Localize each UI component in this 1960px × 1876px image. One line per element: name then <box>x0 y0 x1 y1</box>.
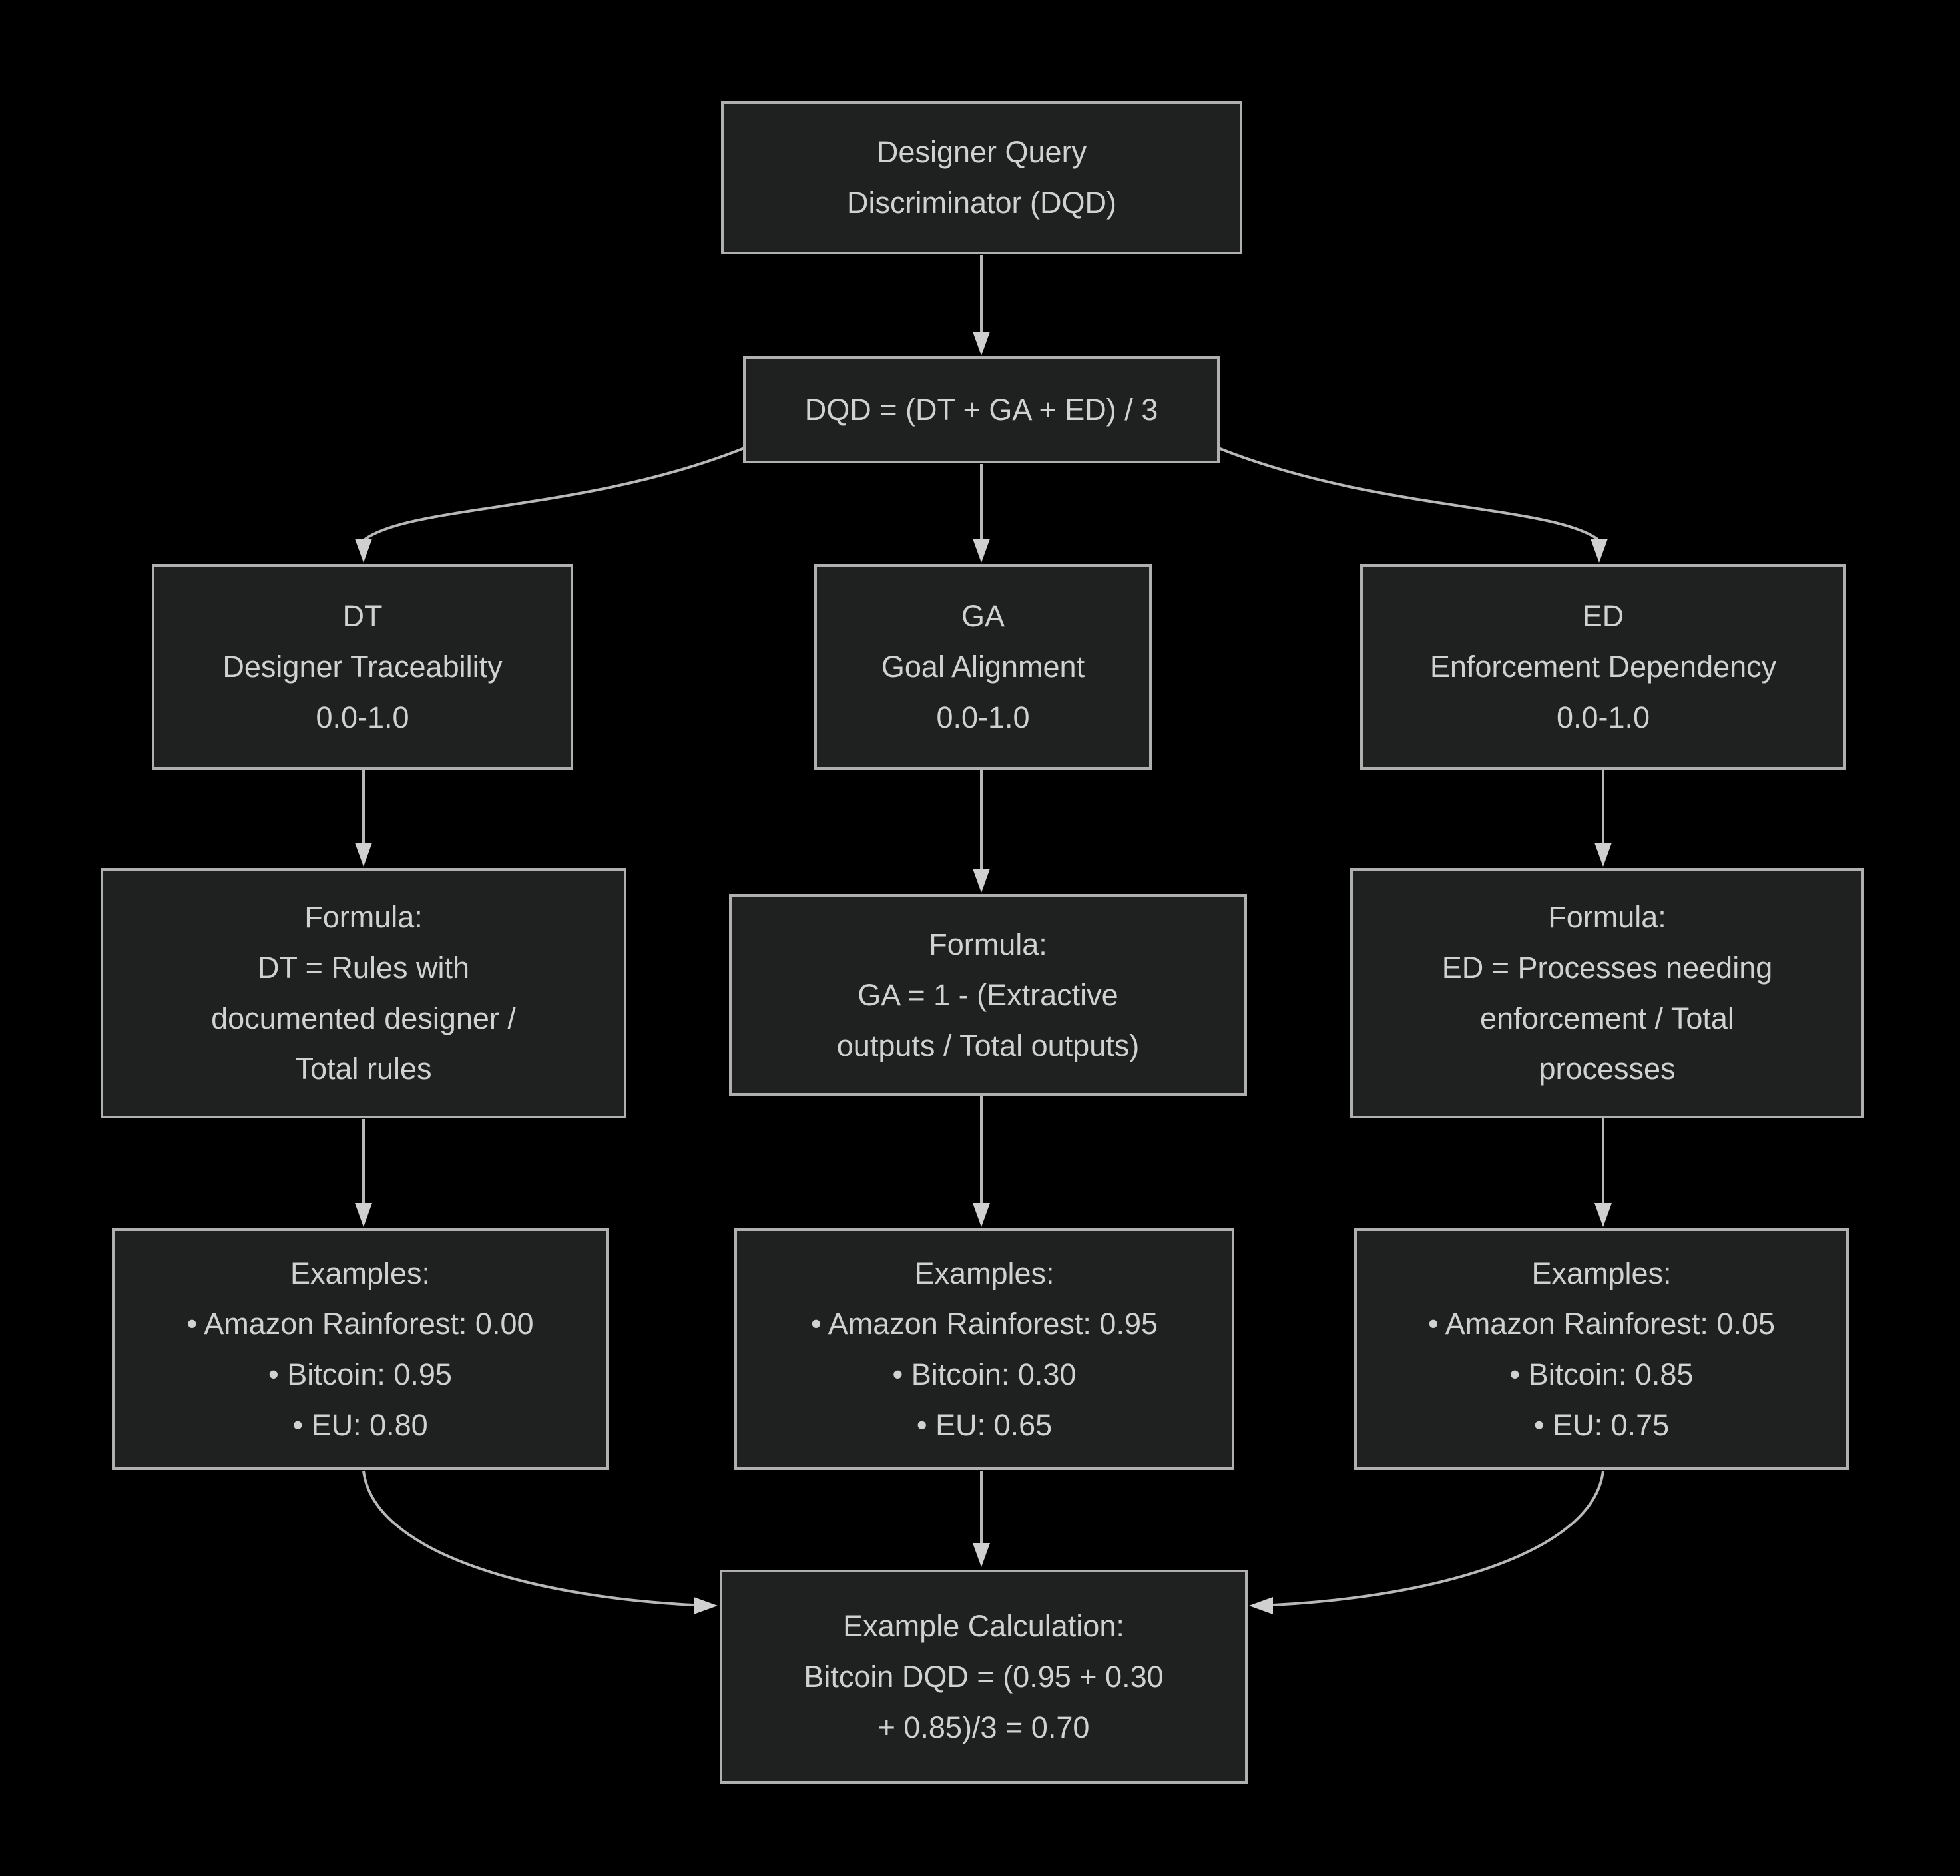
node-dt-examples-line: • Bitcoin: 0.95 <box>268 1357 452 1391</box>
node-root: Designer Query Discriminator (DQD) <box>721 101 1242 254</box>
node-ga-formula-line: outputs / Total outputs) <box>836 1028 1140 1062</box>
node-ed-formula-line: processes <box>1539 1052 1676 1086</box>
node-ed-formula-line: enforcement / Total <box>1480 1001 1734 1035</box>
node-dt-examples-line: • EU: 0.80 <box>292 1407 428 1442</box>
node-ed-line: ED <box>1582 598 1624 633</box>
arrowhead-ga <box>973 539 990 563</box>
node-calc-line: + 0.85)/3 = 0.70 <box>877 1710 1090 1744</box>
node-dt-examples: Examples: • Amazon Rainforest: 0.00 • Bi… <box>112 1228 609 1470</box>
node-dt-formula: Formula: DT = Rules with documented desi… <box>101 868 626 1118</box>
node-calc-line: Example Calculation: <box>843 1609 1124 1643</box>
node-ed-formula-line: ED = Processes needing <box>1441 951 1773 985</box>
node-dt-examples-line: Examples: <box>290 1256 431 1290</box>
node-ga-line: 0.0-1.0 <box>936 700 1030 734</box>
node-ga-line: Goal Alignment <box>881 649 1085 684</box>
node-root-line: Designer Query <box>876 135 1087 169</box>
node-ed-examples: Examples: • Amazon Rainforest: 0.05 • Bi… <box>1354 1228 1849 1470</box>
arrowhead-calc-left <box>694 1597 718 1614</box>
node-ed-formula: Formula: ED = Processes needing enforcem… <box>1350 868 1864 1118</box>
node-ed-examples-line: • Amazon Rainforest: 0.05 <box>1427 1306 1776 1341</box>
node-ed-line: 0.0-1.0 <box>1556 700 1650 734</box>
arrowhead-main-formula <box>973 332 990 355</box>
node-ga-line: GA <box>961 598 1005 633</box>
node-ga-examples-line: • EU: 0.65 <box>916 1407 1053 1442</box>
node-main-formula: DQD = (DT + GA + ED) / 3 <box>743 356 1220 463</box>
node-ga: GA Goal Alignment 0.0-1.0 <box>814 564 1152 770</box>
node-dt-formula-line: DT = Rules with <box>257 951 470 985</box>
node-dt-formula-line: documented designer / <box>211 1001 516 1035</box>
arrowhead-ed <box>1591 539 1608 563</box>
node-ed: ED Enforcement Dependency 0.0-1.0 <box>1360 564 1846 770</box>
node-ga-examples-line: • Bitcoin: 0.30 <box>892 1357 1077 1391</box>
arrowhead-ga-formula <box>973 869 990 893</box>
node-ga-formula: Formula: GA = 1 - (Extractive outputs / … <box>729 894 1247 1096</box>
node-ga-formula-line: GA = 1 - (Extractive <box>858 977 1118 1012</box>
node-ed-examples-line: Examples: <box>1531 1256 1672 1290</box>
node-ed-line: Enforcement Dependency <box>1429 649 1777 684</box>
node-dt-line: 0.0-1.0 <box>316 700 409 734</box>
arrowhead-dt <box>355 539 372 563</box>
node-calc: Example Calculation: Bitcoin DQD = (0.95… <box>720 1570 1248 1784</box>
arrowhead-dt-formula <box>355 843 372 867</box>
edge-main-formula-to-ed <box>1218 447 1599 541</box>
arrowhead-ed-examples <box>1594 1203 1612 1227</box>
node-dt-line: Designer Traceability <box>222 649 503 684</box>
node-ed-examples-line: • Bitcoin: 0.85 <box>1509 1357 1694 1391</box>
arrowhead-ed-formula <box>1594 843 1612 867</box>
node-ga-examples-line: • Amazon Rainforest: 0.95 <box>810 1306 1158 1341</box>
arrowhead-ga-examples <box>973 1203 990 1227</box>
node-ga-examples: Examples: • Amazon Rainforest: 0.95 • Bi… <box>734 1228 1234 1470</box>
node-ga-formula-line: Formula: <box>929 927 1047 961</box>
node-ed-formula-line: Formula: <box>1548 900 1666 934</box>
node-ga-examples-line: Examples: <box>914 1256 1055 1290</box>
edge-main-formula-to-dt <box>364 447 745 541</box>
node-dt-formula-line: Total rules <box>295 1052 432 1086</box>
node-dt-examples-line: • Amazon Rainforest: 0.00 <box>186 1306 534 1341</box>
arrowhead-calc-top <box>973 1543 990 1567</box>
node-root-line: Discriminator (DQD) <box>847 186 1116 220</box>
node-dt-line: DT <box>342 598 383 633</box>
edge-dt-examples-to-calc <box>362 1470 694 1606</box>
arrowhead-calc-right <box>1249 1597 1273 1614</box>
node-dt: DT Designer Traceability 0.0-1.0 <box>152 564 573 770</box>
node-dt-formula-line: Formula: <box>304 900 423 934</box>
edge-ed-examples-to-calc <box>1272 1470 1604 1606</box>
node-ed-examples-line: • EU: 0.75 <box>1533 1407 1670 1442</box>
arrowhead-dt-examples <box>355 1203 372 1227</box>
node-main-formula-line: DQD = (DT + GA + ED) / 3 <box>804 392 1158 427</box>
node-calc-line: Bitcoin DQD = (0.95 + 0.30 <box>804 1660 1164 1694</box>
